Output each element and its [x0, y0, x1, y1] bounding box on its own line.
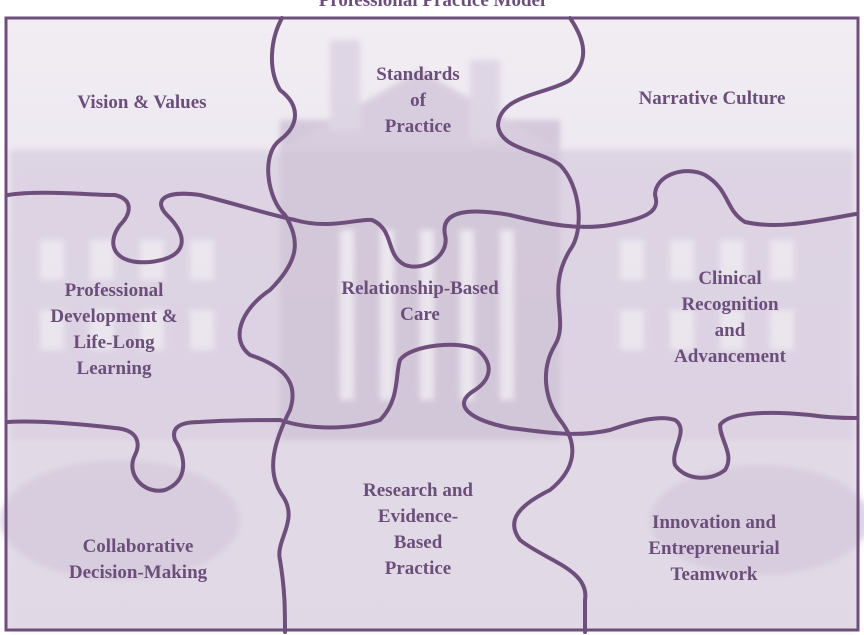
piece-label-line: Standards — [376, 64, 459, 85]
piece-label-line: Professional — [65, 280, 164, 301]
piece-label-line: Life-Long — [73, 332, 155, 353]
piece-label-line: Collaborative — [83, 536, 194, 557]
piece-label-line: Entrepreneurial — [648, 538, 779, 559]
piece-label-line: Clinical — [698, 268, 761, 289]
page-title: Professional Practice Model — [319, 0, 546, 11]
piece-label-line: Practice — [385, 116, 451, 137]
piece-label-line: Learning — [77, 358, 152, 379]
piece-label-line: Evidence- — [378, 506, 458, 527]
piece-label-line: Development & — [50, 306, 177, 327]
piece-label-line: Narrative Culture — [639, 88, 786, 109]
piece-label-line: and — [715, 320, 746, 341]
piece-label-line: Vision & Values — [77, 92, 206, 113]
piece-label-line: Relationship-Based — [341, 278, 499, 299]
piece-label-line: Innovation and — [652, 512, 777, 533]
piece-label-narrative: Narrative Culture — [639, 88, 786, 109]
puzzle-border — [4, 16, 860, 632]
piece-label-line: Recognition — [681, 294, 779, 315]
piece-label-line: Decision-Making — [69, 562, 208, 583]
piece-label-line: Advancement — [674, 346, 787, 367]
piece-label-line: Practice — [385, 558, 451, 579]
piece-label-vision: Vision & Values — [77, 92, 206, 113]
piece-label-line: Care — [400, 304, 440, 325]
puzzle-lines — [6, 16, 858, 634]
piece-label-line: Teamwork — [671, 564, 758, 585]
piece-label-line: Research and — [363, 480, 473, 501]
piece-label-line: Based — [394, 532, 443, 553]
piece-label-line: of — [410, 90, 427, 111]
background-building-image — [0, 18, 864, 630]
